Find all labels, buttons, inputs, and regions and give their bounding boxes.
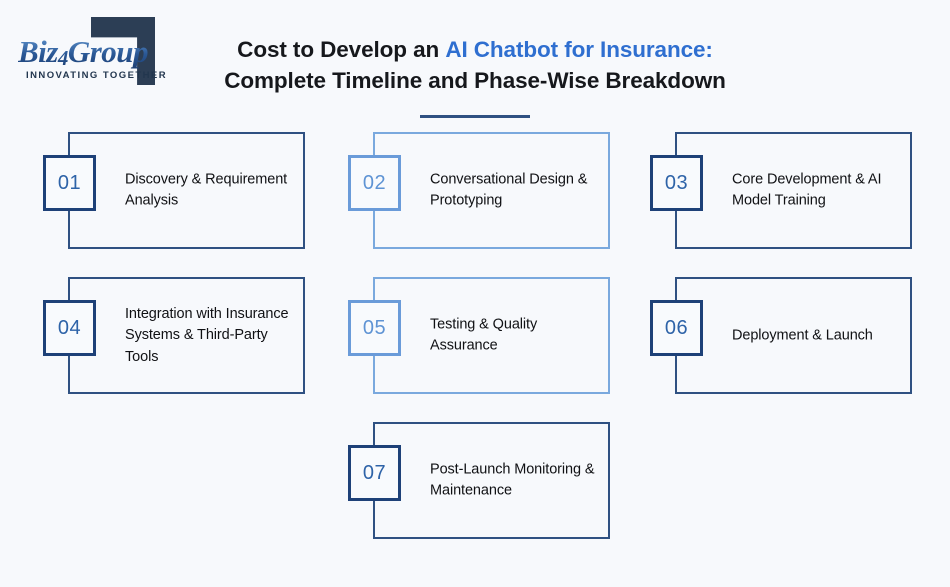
phase-number-01: 01: [57, 172, 82, 194]
header: Biz4Group INNOVATING TOGETHER Cost to De…: [0, 0, 950, 132]
phase-card-02[interactable]: 02 Conversational Design & Prototyping: [348, 132, 610, 249]
phase-title-04: Integration with Insurance Systems & Thi…: [125, 305, 289, 365]
phase-number-03: 03: [664, 172, 689, 194]
phase-number-06: 06: [664, 317, 689, 339]
phase-card-05[interactable]: 05 Testing & Quality Assurance: [348, 277, 610, 394]
page-title-line-1: Cost to Develop an AI Chatbot for Insura…: [190, 34, 760, 65]
phase-card-01[interactable]: 01 Discovery & Requirement Analysis: [43, 132, 305, 249]
phase-number-box-06: 06: [650, 300, 703, 356]
phase-card-07[interactable]: 07 Post-Launch Monitoring & Maintenance: [348, 422, 610, 539]
phase-row-3: 07 Post-Launch Monitoring & Maintenance: [0, 422, 950, 567]
brand-wordmark: Biz4Group: [18, 36, 148, 69]
brand-wordmark-post: Group: [67, 34, 149, 69]
phase-number-05: 05: [362, 317, 387, 339]
brand-wordmark-number: 4: [57, 46, 68, 70]
phase-title-02: Conversational Design & Prototyping: [430, 171, 588, 209]
phase-title-03: Core Development & AI Model Training: [732, 171, 882, 209]
phase-grid: 01 Discovery & Requirement Analysis 02 C…: [0, 132, 950, 567]
phase-card-03[interactable]: 03 Core Development & AI Model Training: [650, 132, 912, 249]
phase-number-04: 04: [57, 317, 82, 339]
phase-number-box-03: 03: [650, 155, 703, 211]
brand-wordmark-pre: Biz: [18, 34, 58, 69]
phase-title-01: Discovery & Requirement Analysis: [125, 171, 288, 209]
page-title-line-2: Complete Timeline and Phase-Wise Breakdo…: [224, 68, 726, 93]
phase-number-box-02: 02: [348, 155, 401, 211]
phase-title-07: Post-Launch Monitoring & Maintenance: [430, 461, 595, 499]
title-divider: [420, 115, 530, 118]
phase-row-1: 01 Discovery & Requirement Analysis 02 C…: [0, 132, 950, 277]
phase-card-06[interactable]: 06 Deployment & Launch: [650, 277, 912, 394]
page-title-plain-text: Cost to Develop an: [237, 37, 446, 62]
phase-number-box-01: 01: [43, 155, 96, 211]
brand-logo: Biz4Group INNOVATING TOGETHER: [18, 14, 178, 96]
phase-row-2: 04 Integration with Insurance Systems & …: [0, 277, 950, 422]
phase-number-02: 02: [362, 172, 387, 194]
page-title-accent-text: AI Chatbot for Insurance:: [445, 37, 713, 62]
phase-number-box-04: 04: [43, 300, 96, 356]
phase-title-06: Deployment & Launch: [732, 326, 873, 343]
phase-card-04[interactable]: 04 Integration with Insurance Systems & …: [43, 277, 305, 394]
phase-number-box-07: 07: [348, 445, 401, 501]
phase-number-07: 07: [362, 462, 387, 484]
brand-tagline: INNOVATING TOGETHER: [26, 70, 168, 81]
page-title: Cost to Develop an AI Chatbot for Insura…: [190, 34, 760, 96]
phase-title-05: Testing & Quality Assurance: [430, 316, 538, 354]
phase-number-box-05: 05: [348, 300, 401, 356]
